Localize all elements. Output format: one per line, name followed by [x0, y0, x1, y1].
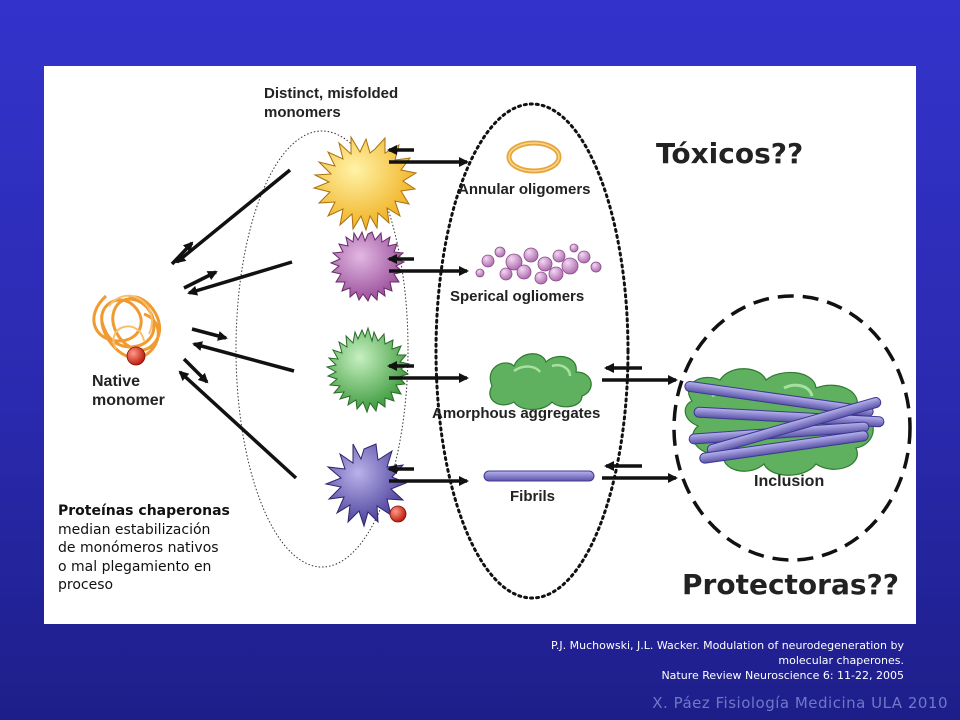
- label-fibrils: Fibrils: [510, 488, 555, 505]
- title-toxicos: Tóxicos??: [656, 137, 803, 170]
- label-amorphous-aggregates: Amorphous aggregates: [432, 405, 600, 422]
- note-heading: Proteínas chaperonas: [58, 503, 230, 519]
- native-monomer-arrows: [170, 168, 298, 480]
- inclusion-icon: [684, 368, 885, 476]
- label-annular-oligomers: Annular oligomers: [458, 181, 591, 198]
- citation-line: molecular chaperones.: [778, 654, 904, 667]
- spherical-oligomers-icon: [475, 243, 602, 285]
- amorphous-aggregate-blob: [489, 353, 592, 411]
- label-monomer: monomer: [92, 392, 165, 409]
- note-line: median estabilización: [58, 521, 211, 538]
- fibril-rod: [483, 470, 595, 482]
- monomers-group-outline: [235, 130, 409, 568]
- citation-line: P.J. Muchowski, J.L. Wacker. Modulation …: [550, 639, 904, 652]
- aggregation-diagram: Distinct, misfolded monomers Annular oli…: [92, 85, 912, 601]
- oligomer-equilibrium-arrows: [387, 145, 678, 486]
- label-native: Native: [92, 373, 140, 390]
- label-monomers: monomers: [264, 104, 341, 121]
- chaperone-note: Proteínas chaperonas median estabilizaci…: [58, 502, 268, 595]
- footer-credit: X. Páez Fisiología Medicina ULA 2010: [652, 694, 948, 712]
- oligomers-group-outline: [434, 102, 630, 600]
- citation: P.J. Muchowski, J.L. Wacker. Modulation …: [444, 638, 904, 683]
- label-sperical-oligomers: Sperical ogliomers: [450, 288, 584, 305]
- title-protectoras: Protectoras??: [682, 568, 899, 601]
- green-monomer-star: [325, 326, 411, 414]
- label-inclusion: Inclusion: [754, 473, 824, 490]
- blue-monomer-star: [324, 443, 408, 528]
- note-line: de monómeros nativos: [58, 540, 219, 556]
- diagram-panel: Distinct, misfolded monomers Annular oli…: [44, 66, 916, 624]
- purple-monomer-star: [329, 230, 406, 303]
- label-distinct-misfolded: Distinct, misfolded: [264, 85, 398, 102]
- note-line: o mal plegamiento en: [58, 558, 212, 575]
- native-monomer-icon: [92, 294, 162, 366]
- citation-line: Nature Review Neuroscience 6: 11-22, 200…: [661, 669, 904, 682]
- inclusion-group-outline: [672, 294, 912, 562]
- note-line: proceso: [58, 577, 114, 593]
